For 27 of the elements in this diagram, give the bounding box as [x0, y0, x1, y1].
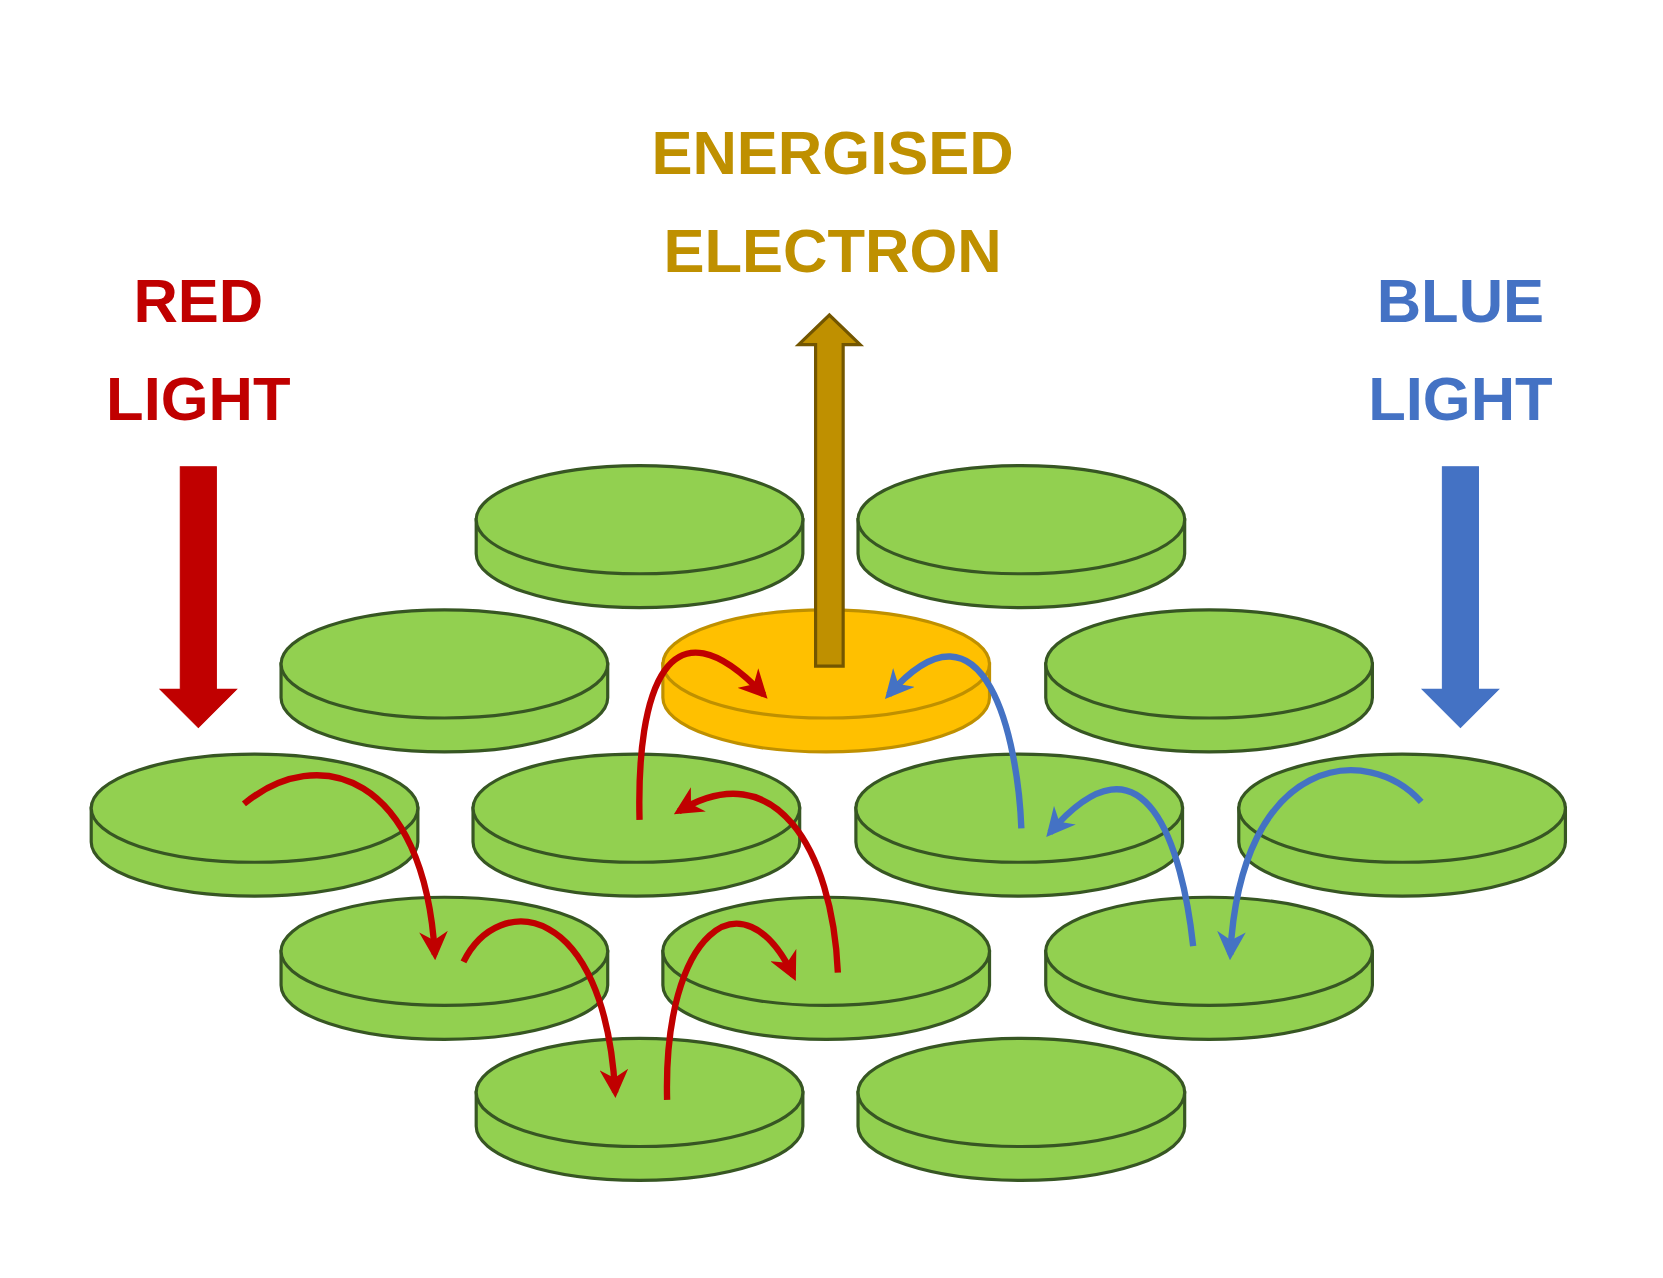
block-arrow: [1420, 466, 1500, 729]
disk: [660, 896, 992, 1042]
light-label: RED LIGHT: [105, 265, 292, 435]
disk: [853, 753, 1185, 899]
disk: [1236, 753, 1568, 899]
block-arrow: [794, 312, 865, 668]
block-arrow: [158, 466, 238, 729]
disk: [474, 1037, 805, 1183]
disk: [1043, 896, 1375, 1042]
curved-arrow: [242, 772, 447, 961]
disk: [1043, 608, 1375, 755]
curved-arrow: [1045, 786, 1197, 947]
energised-disk: [660, 608, 992, 755]
curved-arrow: [884, 653, 1025, 829]
disk: [470, 753, 802, 899]
curved-arrow: [1218, 767, 1424, 961]
curved-arrow: [673, 788, 842, 973]
disk: [278, 896, 610, 1042]
light-label: ENERGISED ELECTRON: [650, 116, 1015, 287]
disk: [278, 608, 610, 755]
disk: [855, 464, 1187, 610]
disk: [855, 1037, 1187, 1183]
light-label: BLUE LIGHT: [1367, 265, 1554, 435]
curved-arrow: [460, 918, 628, 1099]
disk: [474, 464, 805, 610]
curved-arrow: [636, 650, 768, 820]
disk: [89, 753, 420, 899]
